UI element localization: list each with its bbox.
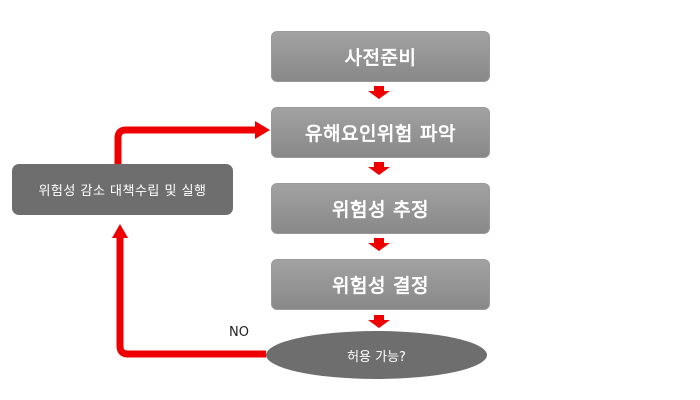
decision-acceptable: 허용 가능? <box>266 331 487 379</box>
loop-arrow-upper <box>114 126 255 164</box>
step-risk-estimation: 위험성 추정 <box>271 183 490 234</box>
down-arrow-3 <box>368 238 390 251</box>
step-preparation: 사전준비 <box>271 31 490 82</box>
no-label: NO <box>229 325 249 340</box>
loop-arrow-lower <box>116 236 266 358</box>
step-identify-hazards: 유해요인위험 파악 <box>271 107 490 158</box>
down-arrow-2 <box>368 162 390 175</box>
down-arrow-4 <box>368 315 390 328</box>
down-arrow-1 <box>368 86 390 99</box>
step-risk-determination: 위험성 결정 <box>271 259 490 310</box>
loop-arrow-upper-head <box>255 121 270 139</box>
loop-arrow-lower-head <box>112 224 128 238</box>
mitigation-box: 위험성 감소 대책수립 및 실행 <box>12 164 233 215</box>
